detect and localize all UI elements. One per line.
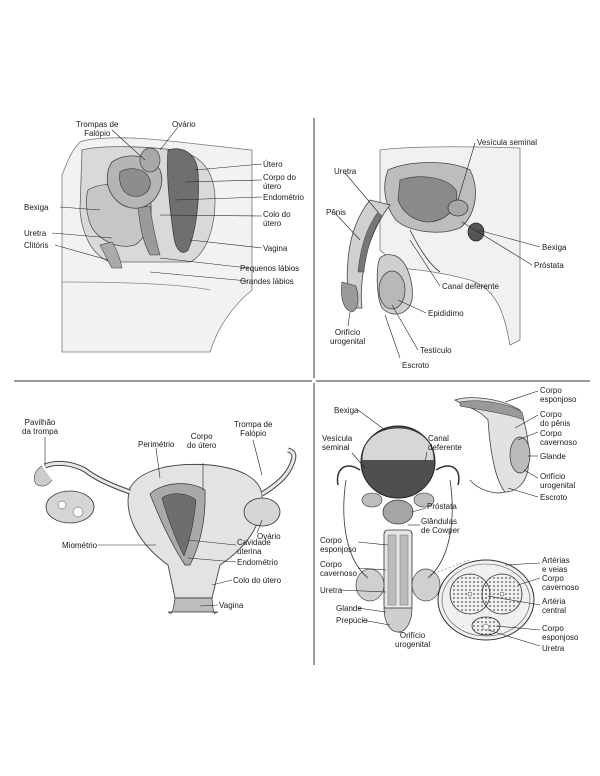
label-clitoris: Clitóris [24,241,48,250]
female-frontal-illustration [34,450,294,613]
label-prostata: Próstata [427,502,457,511]
label-prepucio: Prepúcio [336,616,368,625]
label-testiculo: Testículo [420,346,452,355]
label-bexiga: Bexiga [542,243,566,252]
label-ovario: Ovário [172,120,196,129]
label-orificio-urogenital: Orifício urogenital [395,631,430,649]
label-pavilhao-da-trompa: Pavilhão da trompa [22,418,58,436]
label-pequenos-labios: Pequenos lábios [240,264,299,273]
label-endometrio: Endométrio [263,193,304,202]
label-bexiga: Bexiga [334,406,358,415]
label-uretra: Uretra [320,586,342,595]
label-penis: Pênis [326,208,346,217]
label-orificio-urogenital: Orifício urogenital [330,328,365,346]
label-vagina: Vagina [219,601,243,610]
label-side-orificio-urogenital: Orifício urogenital [540,472,575,490]
label-grandes-labios: Grandes lábios [240,277,294,286]
label-corpo-do-penis: Corpo do pênis [540,410,570,428]
label-corpo-cavernoso: Corpo cavernoso [320,560,357,578]
label-glandulas-de-cowper: Glândulas de Cowper [421,517,460,535]
label-corpo-do-utero: Corpo do útero [263,173,296,191]
label-glande: Glande [336,604,362,613]
female-sagittal-illustration [62,138,252,352]
label-prostata: Próstata [534,261,564,270]
label-corpo-esponjoso: Corpo esponjoso [320,536,356,554]
label-corpo-do-utero: Corpo do útero [187,432,216,450]
label-bexiga: Bexiga [24,203,48,212]
label-cs-uretra: Uretra [542,644,564,653]
label-escroto: Escroto [402,361,429,370]
label-colo-do-utero: Colo do útero [263,210,291,228]
label-cs-corpo-esponjoso: Corpo esponjoso [542,624,578,642]
label-utero: Útero [263,160,283,169]
label-trompa-de-falopio: Trompa de Falópio [234,420,272,438]
label-cavidade-uterina: Cavidade uterina [237,538,271,556]
label-uretra: Uretra [24,229,46,238]
label-epididimo: Epidídimo [428,309,464,318]
label-endometrio: Endométrio [237,558,278,567]
label-vesicula-seminal: Vesícula seminal [322,434,352,452]
label-miometrio: Miométrio [62,541,97,550]
label-side-corpo-cavernoso: Corpo cavernoso [540,429,577,447]
label-colo-do-utero: Colo do útero [233,576,281,585]
label-canal-deferente: Canal deferente [428,434,462,452]
label-vagina: Vagina [263,244,287,253]
label-side-glande: Glande [540,452,566,461]
label-perimetrio: Perimétrio [138,440,174,449]
label-arterias-e-veias: Artérias e veias [542,556,570,574]
label-trompas-falopio: Trompas de Falópio [76,120,118,138]
label-side-corpo-esponjoso: Corpo esponjoso [540,386,576,404]
label-escroto: Escroto [540,493,567,502]
label-vesicula-seminal: Vesícula seminal [477,138,537,147]
label-arteria-central: Artéria central [542,597,566,615]
label-uretra: Uretra [334,167,356,176]
label-cs-corpo-cavernoso: Corpo cavernoso [542,574,579,592]
label-canal-deferente: Canal deferente [442,282,499,291]
